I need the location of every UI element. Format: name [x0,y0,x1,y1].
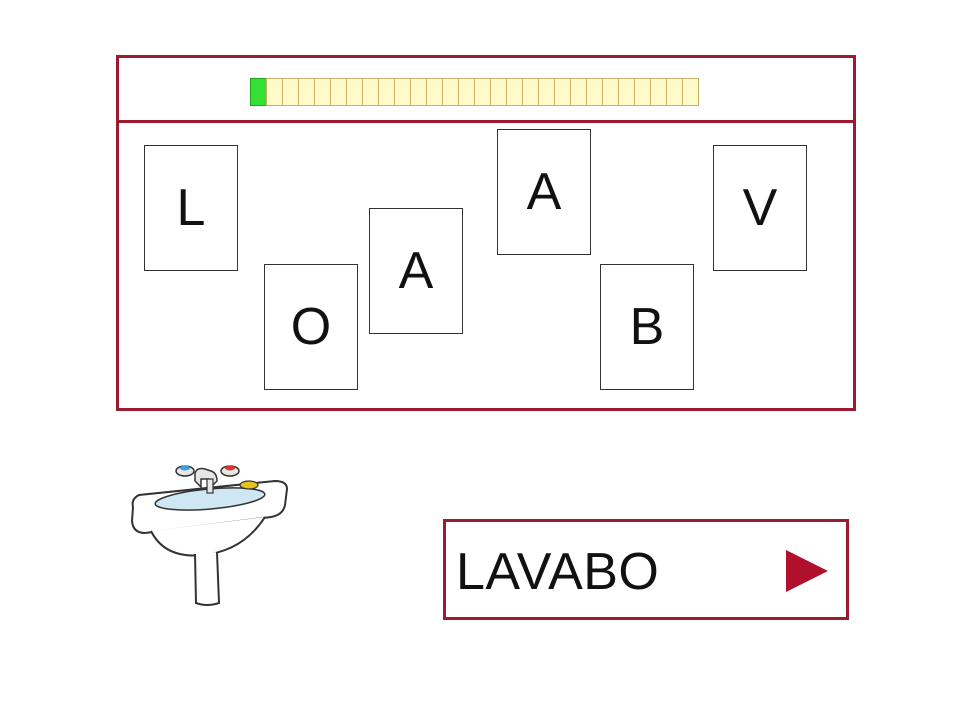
answer-word: LAVABO [456,543,660,601]
progress-cell [538,78,555,106]
progress-cell [666,78,683,106]
progress-cell [362,78,379,106]
progress-cell [346,78,363,106]
progress-cell [394,78,411,106]
progress-cell [570,78,587,106]
progress-cell [442,78,459,106]
progress-cell [506,78,523,106]
progress-cell [618,78,635,106]
progress-cell [634,78,651,106]
progress-cell [490,78,507,106]
letter-board [116,55,856,411]
progress-cell [650,78,667,106]
progress-cell [602,78,619,106]
progress-cell [250,78,267,106]
progress-cell [298,78,315,106]
progress-cell [314,78,331,106]
progress-cell [410,78,427,106]
progress-cell [522,78,539,106]
letter-card-b[interactable]: B [600,264,694,390]
sink-icon [130,465,289,606]
letter-card-o[interactable]: O [264,264,358,390]
progress-cell [330,78,347,106]
letter-card-a-1[interactable]: A [369,208,463,334]
progress-cell [554,78,571,106]
progress-cell [682,78,699,106]
progress-cell [378,78,395,106]
progress-bar [250,78,699,106]
answer-box: LAVABO [443,519,849,620]
letter-card-l[interactable]: L [144,145,238,271]
letter-card-a-2[interactable]: A [497,129,591,255]
play-arrow-icon[interactable] [782,546,832,596]
letter-card-v[interactable]: V [713,145,807,271]
board-divider [119,120,853,123]
progress-cell [282,78,299,106]
progress-cell [426,78,443,106]
progress-cell [586,78,603,106]
progress-cell [458,78,475,106]
progress-cell [266,78,283,106]
progress-cell [474,78,491,106]
